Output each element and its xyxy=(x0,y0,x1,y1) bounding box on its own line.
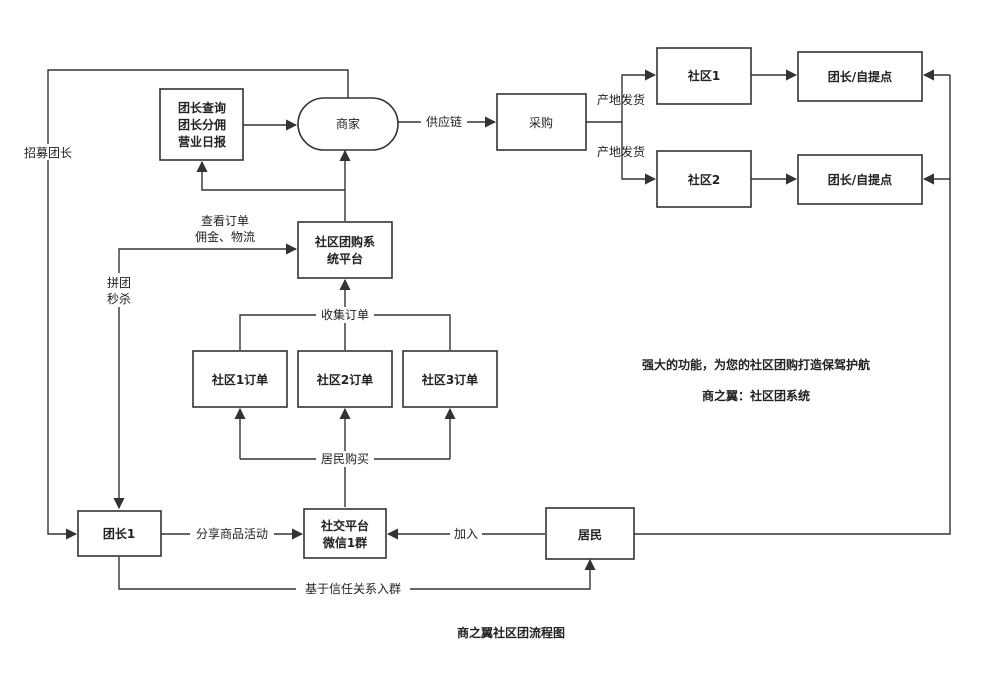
edge-origin-ship-2 xyxy=(621,122,657,185)
label-trust: 基于信任关系入群 xyxy=(305,582,401,596)
svg-text:团长分佣: 团长分佣 xyxy=(178,117,226,132)
label-view-orders-2: 佣金、物流 xyxy=(195,229,255,244)
label-join: 加入 xyxy=(454,527,478,541)
svg-text:社区1: 社区1 xyxy=(687,68,720,83)
caption: 商之翼社区团流程图 xyxy=(457,625,565,640)
node-social: 社交平台 微信1群 xyxy=(303,508,387,559)
node-community1: 社区1 xyxy=(656,47,752,105)
node-pickup2: 团长/自提点 xyxy=(797,154,923,205)
label-origin-ship-1: 产地发货 xyxy=(597,92,645,107)
edge-origin-ship-1 xyxy=(621,69,657,122)
svg-text:团长/自提点: 团长/自提点 xyxy=(828,69,892,84)
label-view-orders-1: 查看订单 xyxy=(201,214,249,228)
svg-text:社区1订单: 社区1订单 xyxy=(211,372,268,387)
svg-text:团长1: 团长1 xyxy=(103,526,135,541)
svg-text:营业日报: 营业日报 xyxy=(178,134,226,149)
node-resident: 居民 xyxy=(545,507,635,560)
edge-leader-platform xyxy=(113,243,298,510)
svg-text:团长查询: 团长查询 xyxy=(178,100,226,115)
node-report: 团长查询 团长分佣 营业日报 xyxy=(159,88,244,161)
edge-recruit xyxy=(47,69,349,540)
brand: 商之翼：社区团系统 xyxy=(702,388,810,403)
svg-text:团长/自提点: 团长/自提点 xyxy=(828,172,892,187)
svg-text:社区2订单: 社区2订单 xyxy=(316,372,373,387)
label-group-buy-2: 秒杀 xyxy=(107,291,131,306)
svg-text:采购: 采购 xyxy=(529,115,553,130)
node-purchase: 采购 xyxy=(496,93,587,151)
edge-resident-pickup xyxy=(634,75,951,535)
edge-platform-report xyxy=(196,160,345,191)
svg-text:社交平台: 社交平台 xyxy=(320,518,369,533)
node-platform: 社区团购系 统平台 xyxy=(297,221,393,279)
svg-text:统平台: 统平台 xyxy=(327,251,363,266)
node-order3: 社区3订单 xyxy=(402,350,498,408)
label-recruit: 招募团长 xyxy=(24,146,72,160)
node-leader1: 团长1 xyxy=(77,510,162,557)
svg-text:社区2: 社区2 xyxy=(687,172,720,187)
label-origin-ship-2: 产地发货 xyxy=(597,144,645,159)
label-share: 分享商品活动 xyxy=(196,526,268,541)
svg-text:社区团购系: 社区团购系 xyxy=(314,234,375,249)
node-community2: 社区2 xyxy=(656,150,752,208)
node-merchant: 商家 xyxy=(297,97,399,151)
svg-text:微信1群: 微信1群 xyxy=(322,535,367,550)
label-supply-chain: 供应链 xyxy=(426,114,462,129)
node-pickup1: 团长/自提点 xyxy=(797,51,923,102)
label-collect-orders: 收集订单 xyxy=(321,307,369,322)
slogan: 强大的功能，为您的社区团购打造保驾护航 xyxy=(642,357,870,372)
svg-text:商家: 商家 xyxy=(336,116,360,131)
svg-text:居民: 居民 xyxy=(578,528,602,542)
label-resident-buy: 居民购买 xyxy=(321,451,369,466)
node-order2: 社区2订单 xyxy=(297,350,393,408)
svg-text:社区3订单: 社区3订单 xyxy=(421,372,478,387)
node-order1: 社区1订单 xyxy=(192,350,288,408)
label-group-buy-1: 拼团 xyxy=(107,276,131,290)
